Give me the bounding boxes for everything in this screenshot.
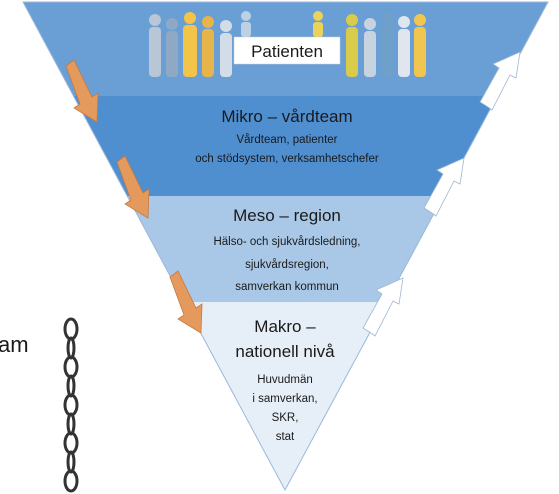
makro-line-3: SKR, [272, 412, 299, 424]
white-up-arrow-icon [362, 277, 404, 337]
mikro-title: Mikro – vårdteam [221, 107, 352, 126]
white-up-arrow-icon [423, 157, 465, 217]
pyramid-outline [22, 1, 549, 492]
makro-title-2: nationell nivå [235, 342, 335, 361]
makro-line-4: stat [276, 431, 295, 443]
patienten-label: Patienten [251, 42, 323, 61]
down-arrows [65, 59, 203, 334]
meso-title: Meso – region [233, 206, 341, 225]
up-arrows [362, 51, 521, 337]
side-text: am [0, 332, 29, 357]
orange-down-arrow-icon [116, 155, 150, 219]
meso-line-1: Hälso- och sjukvårdsledning, [213, 236, 360, 248]
white-up-arrow-icon [479, 51, 521, 111]
meso-line-3: samverkan kommun [235, 281, 339, 293]
orange-down-arrow-icon [65, 59, 99, 123]
people-silhouettes [149, 11, 426, 77]
chain-icon [63, 317, 79, 493]
patienten-box [233, 36, 341, 65]
makro-line-1: Huvudmän [257, 374, 313, 386]
makro-title-1: Makro – [254, 317, 316, 336]
makro-line-2: i samverkan, [252, 393, 317, 405]
mikro-line-1: Vårdteam, patienter [236, 134, 337, 146]
mikro-line-2: och stödsystem, verksamhetschefer [195, 153, 379, 165]
orange-down-arrow-icon [169, 270, 203, 334]
meso-line-2: sjukvårdsregion, [245, 259, 329, 271]
